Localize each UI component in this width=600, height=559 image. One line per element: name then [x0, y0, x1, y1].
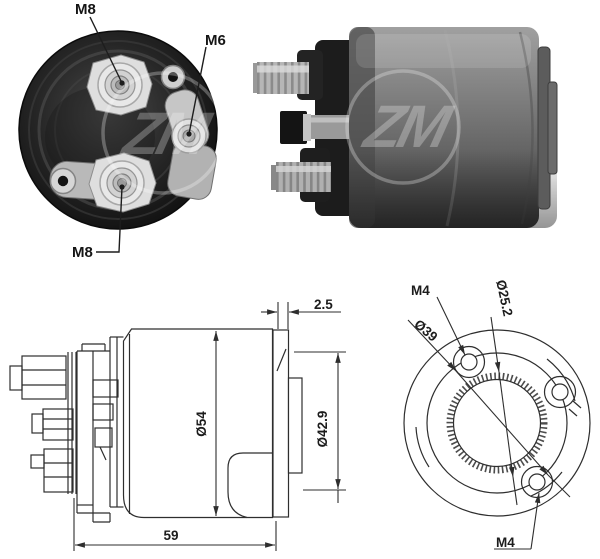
dim-text-length: 59 — [163, 528, 178, 543]
body-lower-shade — [349, 150, 557, 228]
dim-bore-line — [490, 316, 518, 506]
dim-text-pilot-diameter: Ø42.9 — [315, 411, 330, 448]
lobe-arc-bottom-right — [530, 471, 563, 497]
lobe-arc-top-right — [546, 358, 576, 402]
dim-text-thread-top: M4 — [411, 283, 430, 298]
drawing-terminal-bottom-m8 — [30, 448, 74, 493]
side-drawing — [9, 302, 346, 551]
drawing-terminal-top-m8 — [9, 355, 67, 400]
stud-m8-bottom — [271, 162, 331, 192]
dim-text-bore: Ø25.2 — [493, 279, 515, 318]
dim-bolt-circle-line — [407, 319, 571, 498]
drawing-cap-detail — [227, 452, 273, 519]
leader-m4-top — [436, 296, 466, 356]
strap-eyelet-hole — [57, 175, 69, 187]
zm-logo-watermark: ZM — [101, 71, 225, 195]
leader-dot-top — [119, 80, 125, 86]
rear-drawing — [403, 296, 591, 550]
rear-bore-hatch — [446, 372, 548, 474]
drawing-boss — [287, 377, 303, 474]
rear-pilot-circle — [426, 352, 568, 494]
front-leader-lines — [89, 16, 207, 253]
dim-text-bolt-circle: Ø39 — [411, 317, 440, 345]
drawing-front-bracket — [76, 336, 124, 523]
lobe-arc-lower-left — [415, 426, 430, 468]
upper-eyelet-hole — [168, 72, 178, 82]
dim-text-thread-bottom: M4 — [496, 535, 515, 550]
rear-flange-circle — [403, 329, 591, 517]
body-highlight — [356, 34, 531, 68]
dim-length — [73, 498, 277, 551]
terminal-m8-bottom — [88, 152, 157, 213]
leader-dot-right — [186, 131, 192, 137]
leader-dot-bottom — [119, 184, 125, 190]
drawing-terminal-middle-m6 — [31, 408, 74, 441]
leader-m4-bottom — [494, 492, 541, 550]
dim-text-body-diameter: Ø54 — [194, 411, 209, 437]
stud-m6-middle — [280, 111, 353, 144]
side-view-photo: ZM — [253, 27, 558, 228]
label-terminal-m8-top: M8 — [75, 1, 96, 18]
rear-bore-circle — [452, 378, 542, 468]
end-ring-inner — [547, 81, 558, 175]
dim-text-flange-thickness: 2.5 — [314, 297, 333, 312]
label-terminal-m6: M6 — [205, 32, 226, 49]
label-terminal-m8-bottom: M8 — [72, 244, 93, 261]
dim-flange-thickness — [261, 302, 341, 329]
stud-m8-top — [253, 62, 309, 94]
drawing-flange — [272, 329, 290, 518]
m4-hole-right — [543, 375, 582, 417]
dim-pilot-diameter — [294, 351, 346, 503]
front-view-photo: ZM M8 M6 M8 — [18, 1, 226, 261]
